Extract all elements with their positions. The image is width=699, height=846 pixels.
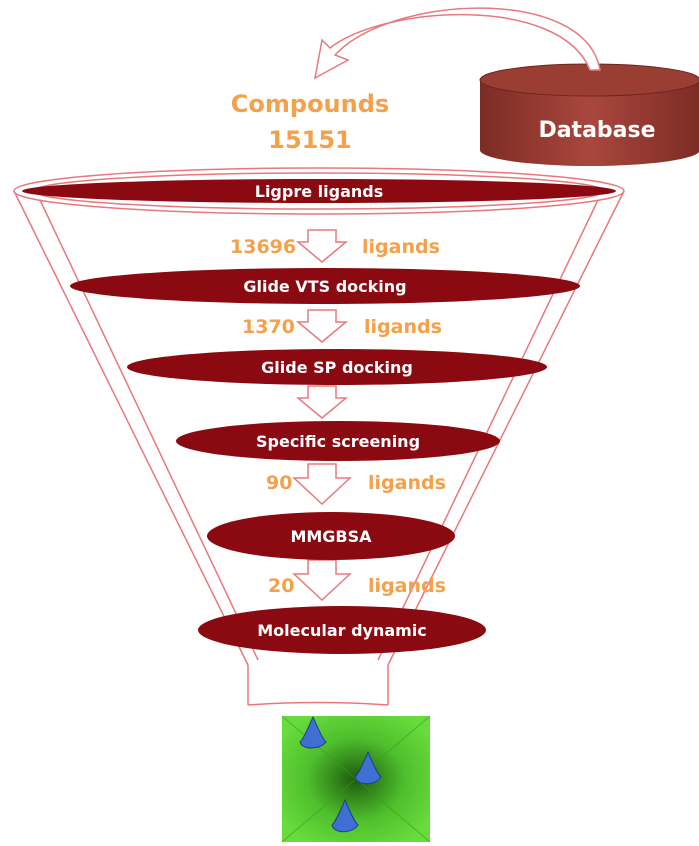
transition-unit: ligands: [368, 472, 446, 494]
transition-count: 20: [268, 575, 294, 597]
stage-label: Molecular dynamic: [257, 621, 427, 640]
ligand-icon: [354, 750, 382, 785]
arrow-down-4: [292, 463, 352, 506]
transition-unit: ligands: [364, 316, 442, 338]
stage-glide-vts: Glide VTS docking: [70, 268, 580, 304]
transition-count: 90: [266, 472, 292, 494]
stage-label: Glide VTS docking: [243, 277, 406, 296]
arrow-down-3: [295, 385, 349, 419]
transition-3: 90 ligands: [266, 472, 446, 494]
curved-arrow-icon: [313, 7, 601, 80]
ligand-icon: [331, 798, 359, 833]
arrow-down-2: [295, 309, 349, 343]
flow-arrows: [292, 229, 352, 602]
database-label: Database: [538, 118, 655, 143]
stage-molecular-dynamic: Molecular dynamic: [198, 606, 486, 654]
transition-2: 1370 ligands: [242, 316, 442, 338]
target-binding-box: [281, 715, 431, 843]
compounds-count: 15151: [268, 126, 352, 154]
stage-label: MMGBSA: [290, 527, 372, 546]
transition-count: 1370: [242, 316, 295, 338]
transition-count: 13696: [230, 236, 296, 258]
transition-unit: ligands: [362, 236, 440, 258]
stage-label: Ligpre ligands: [255, 182, 383, 201]
arrow-down-5: [292, 559, 352, 602]
stage-label: Specific screening: [256, 432, 420, 451]
stage-specific-screening: Specific screening: [176, 421, 500, 461]
stage-mmgbsa: MMGBSA: [207, 512, 455, 560]
transition-unit: ligands: [368, 575, 446, 597]
transition-1: 13696 ligands: [230, 236, 440, 258]
stage-glide-sp: Glide SP docking: [127, 349, 547, 385]
stage-ligpre: Ligpre ligands: [22, 179, 616, 203]
transition-4: 20 ligands: [268, 575, 446, 597]
arrow-down-1: [295, 229, 349, 263]
funnel-outline: [13, 167, 625, 706]
database-cylinder: Database: [479, 63, 699, 166]
compounds-title: Compounds: [231, 90, 389, 118]
stage-label: Glide SP docking: [261, 358, 413, 377]
ligand-icon: [299, 715, 327, 749]
